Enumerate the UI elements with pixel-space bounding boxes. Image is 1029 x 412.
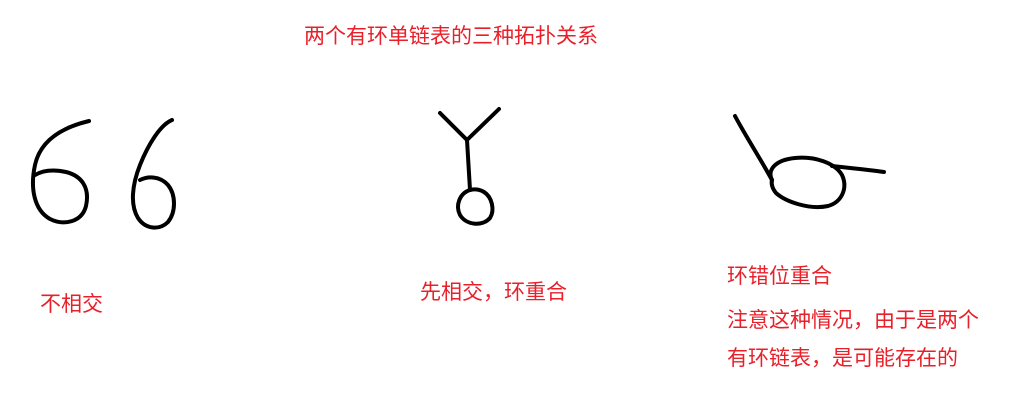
case-3-caption-line-3: 有环链表，是可能存在的	[727, 346, 958, 370]
case-intersect-then-shared-loop-sketch	[438, 107, 501, 226]
list-a-with-loop	[31, 119, 91, 225]
right-branch	[465, 107, 501, 142]
shared-loop	[768, 155, 847, 209]
list-b-with-loop	[131, 118, 176, 230]
case-1-caption: 不相交	[40, 292, 103, 316]
case-offset-loop-entry-sketch	[733, 114, 886, 209]
diagram-title: 两个有环单链表的三种拓扑关系	[304, 24, 598, 48]
shared-stem	[465, 138, 472, 192]
case-3-caption-line-1: 环错位重合	[727, 264, 832, 288]
list-a-entering-loop	[733, 114, 774, 182]
case-3-caption-line-2: 注意这种情况，由于是两个	[727, 308, 979, 332]
list-b-entering-loop	[830, 164, 886, 174]
case-2-caption: 先相交，环重合	[420, 280, 567, 304]
left-branch	[438, 111, 469, 142]
case-no-intersection-sketch	[31, 118, 176, 230]
shared-loop	[456, 187, 495, 226]
